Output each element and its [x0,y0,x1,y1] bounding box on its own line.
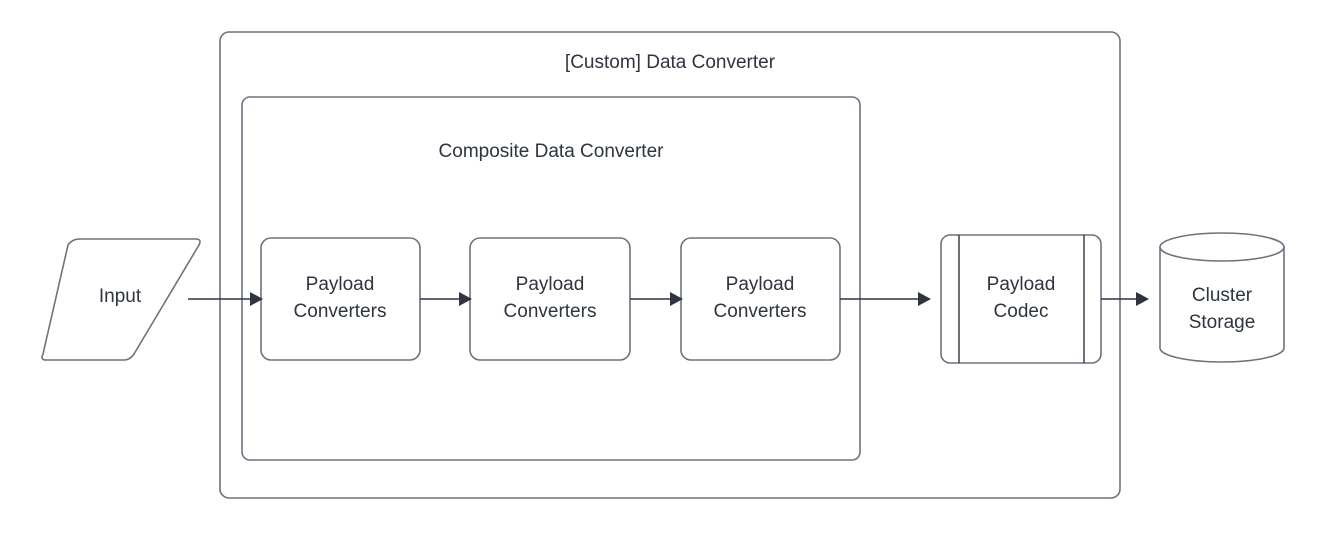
payload-codec-label-line-1: Payload [987,274,1056,295]
payload-converters-2-box[interactable] [469,237,631,361]
payload-codec-box[interactable] [940,234,1102,364]
payload-converters-2-label-line-2: Converters [504,301,597,322]
composite-data-converter-box[interactable] [241,96,861,461]
cluster-storage-body[interactable] [1159,246,1285,363]
edge-payload-converters-2-to-3[interactable] [630,292,683,306]
input-parallelogram[interactable] [41,238,201,361]
payload-converters-2-label-line-1: Payload [516,274,585,295]
edge-input-to-payload-converters-1[interactable] [188,292,263,306]
container-custom-data-converter[interactable]: [Custom] Data Converter [219,31,1121,499]
payload-converters-1-label-line-2: Converters [294,301,387,322]
custom-data-converter-box[interactable] [219,31,1121,499]
edge-pc3-to-codec-arrowhead [918,292,931,306]
payload-codec-label-line-2: Codec [994,301,1049,322]
payload-converters-3-box[interactable] [680,237,841,361]
node-payload-converters-2[interactable]: Payload Converters [469,237,631,361]
node-payload-codec[interactable]: Payload Codec [940,234,1102,364]
payload-converters-3-label-line-1: Payload [726,274,795,295]
edge-codec-to-cluster-storage[interactable] [1101,292,1149,306]
container-composite-data-converter[interactable]: Composite Data Converter [241,96,861,461]
edge-codec-to-storage-arrowhead [1136,292,1149,306]
payload-converters-1-box[interactable] [260,237,421,361]
node-payload-converters-3[interactable]: Payload Converters [680,237,841,361]
payload-converters-3-label-line-2: Converters [714,301,807,322]
cluster-storage-label-line-1: Cluster [1192,285,1253,306]
edge-pc1-to-pc2-arrowhead [459,292,472,306]
input-label: Input [99,286,142,307]
node-cluster-storage[interactable]: Cluster Storage [1159,232,1285,363]
node-payload-converters-1[interactable]: Payload Converters [260,237,421,361]
edge-payload-converters-3-to-codec[interactable] [840,292,931,306]
composite-data-converter-title: Composite Data Converter [439,141,665,162]
cluster-storage-label-line-2: Storage [1189,312,1256,333]
payload-converters-1-label-line-1: Payload [306,274,375,295]
cluster-storage-top-ellipse [1159,232,1285,262]
node-input[interactable]: Input [41,238,201,361]
edge-input-to-pc1-arrowhead [250,292,263,306]
edge-pc2-to-pc3-arrowhead [670,292,683,306]
edge-payload-converters-1-to-2[interactable] [420,292,472,306]
custom-data-converter-title: [Custom] Data Converter [565,52,776,73]
